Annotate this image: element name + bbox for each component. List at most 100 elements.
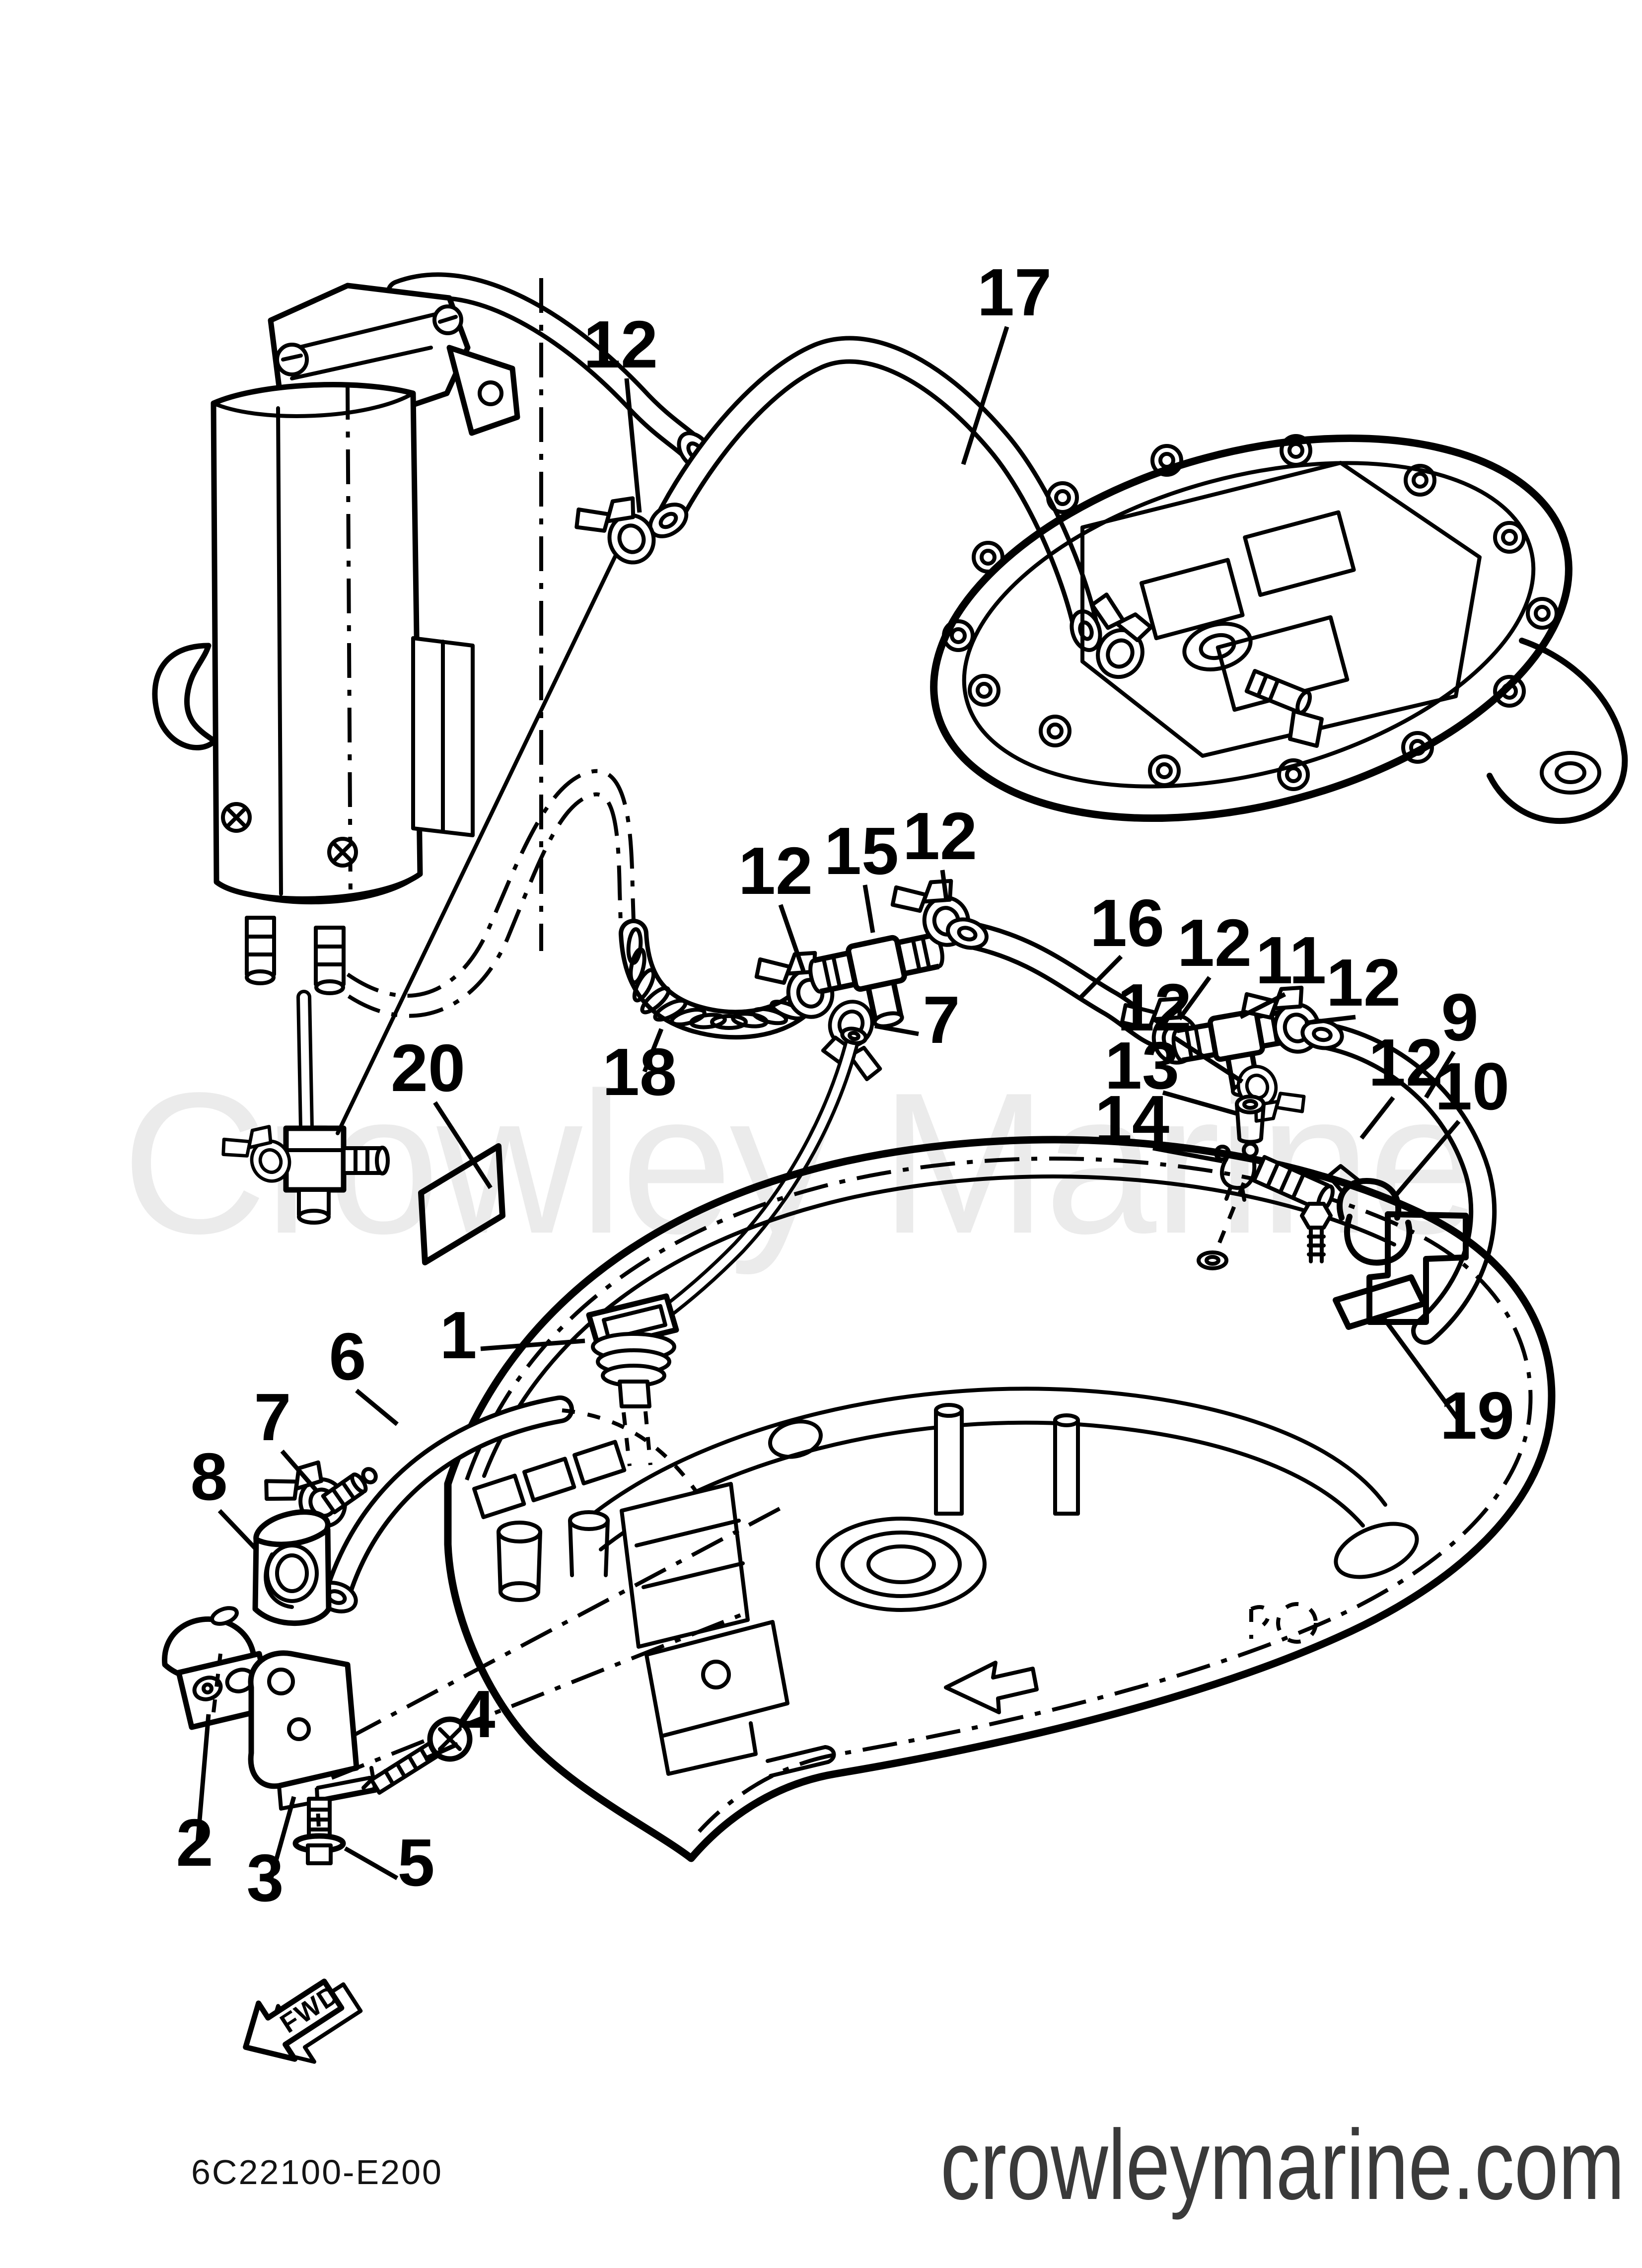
callout-6: 6 xyxy=(329,1319,399,1426)
callout-7: 7 xyxy=(254,1380,318,1491)
floor-barb-fitting xyxy=(1252,1155,1335,1213)
leader-line xyxy=(280,1450,318,1491)
callout-number-10: 10 xyxy=(1435,1049,1509,1124)
callout-number-12: 12 xyxy=(1177,905,1252,980)
callout-3: 3 xyxy=(246,1796,296,1915)
callout-9: 9 xyxy=(1424,980,1479,1099)
leader-line xyxy=(1152,1146,1223,1164)
callout-number-2: 2 xyxy=(176,1805,213,1880)
fuel-filter-8 xyxy=(252,1467,378,1626)
leader-line xyxy=(433,1101,493,1189)
leader-line xyxy=(1382,1317,1464,1426)
tapping-screw-4 xyxy=(361,1716,473,1795)
callout-number-20: 20 xyxy=(391,1030,465,1105)
leader-line xyxy=(480,1338,585,1351)
leader-line xyxy=(355,1389,399,1426)
callout-number-13: 13 xyxy=(1105,1028,1179,1103)
callout-number-8: 8 xyxy=(190,1439,227,1514)
callout-number-7: 7 xyxy=(254,1380,291,1455)
website-text: crowleymarine.com xyxy=(940,2110,1625,2220)
callout-8: 8 xyxy=(190,1439,259,1552)
fuel-hose-manifold xyxy=(619,872,1497,1345)
leader-line xyxy=(1388,1120,1461,1203)
callout-4: 4 xyxy=(424,1677,496,1761)
leader-line xyxy=(195,1714,211,1844)
bottom-cowling xyxy=(315,1136,1556,1862)
callout-10: 10 xyxy=(1388,1049,1509,1203)
callout-12: 12 xyxy=(903,799,977,900)
callout-5: 5 xyxy=(344,1825,435,1900)
callout-number-7: 7 xyxy=(923,982,960,1057)
callout-12: 12 xyxy=(1304,945,1401,1025)
leader-line xyxy=(624,378,642,513)
leader-line xyxy=(1304,1015,1356,1025)
cowling-mount-plate xyxy=(930,374,1628,824)
leader-line xyxy=(424,1742,459,1761)
leader-line xyxy=(961,326,1009,465)
hose-clamp-12-top xyxy=(571,488,660,577)
bolt-5 xyxy=(292,1797,346,1865)
callout-number-15: 15 xyxy=(824,813,899,888)
label-plate-19 xyxy=(1333,1274,1427,1330)
callout-2: 2 xyxy=(176,1714,214,1880)
callout-number-19: 19 xyxy=(1440,1378,1514,1453)
callout-14: 14 xyxy=(1095,1082,1223,1164)
callout-number-6: 6 xyxy=(329,1319,366,1394)
leader-line xyxy=(217,1509,259,1552)
elbow-fitting-2 xyxy=(162,1606,274,1730)
callout-7: 7 xyxy=(874,982,960,1057)
callout-20: 20 xyxy=(391,1030,493,1189)
callout-number-1: 1 xyxy=(439,1298,477,1373)
callout-15: 15 xyxy=(824,813,899,933)
callout-12: 12 xyxy=(1359,1025,1443,1140)
leader-line xyxy=(1177,976,1212,1021)
leader-line xyxy=(1239,992,1286,1020)
breather-hose-17 xyxy=(571,336,1161,685)
diagram-code: 6C22100-E200 xyxy=(191,2153,443,2192)
callout-13: 13 xyxy=(1105,1028,1237,1116)
leader-line xyxy=(940,870,949,900)
callout-number-17: 17 xyxy=(977,255,1052,330)
callout-11: 11 xyxy=(1239,923,1326,1020)
leader-line xyxy=(1078,954,1123,1000)
callout-number-16: 16 xyxy=(1090,885,1164,960)
leader-line xyxy=(778,904,806,972)
callout-12: 12 xyxy=(583,307,658,513)
leader-line xyxy=(642,1028,664,1073)
callout-number-18: 18 xyxy=(602,1034,677,1109)
callout-1: 1 xyxy=(439,1298,585,1373)
leader-line xyxy=(1359,1096,1395,1140)
callout-12: 12 xyxy=(1117,970,1244,1084)
callout-number-14: 14 xyxy=(1095,1082,1169,1157)
callout-18: 18 xyxy=(602,1028,677,1109)
callout-number-12: 12 xyxy=(1368,1025,1443,1100)
callout-number-9: 9 xyxy=(1441,980,1478,1055)
leader-line xyxy=(862,884,875,933)
callout-19: 19 xyxy=(1382,1317,1514,1453)
leader-line xyxy=(874,1024,919,1036)
callout-number-12: 12 xyxy=(903,799,977,874)
callout-number-12: 12 xyxy=(1117,970,1192,1045)
callout-16: 16 xyxy=(1078,885,1164,1000)
fuel-pump-assembly xyxy=(152,272,714,1225)
callout-number-4: 4 xyxy=(458,1677,495,1752)
leader-line xyxy=(1162,1090,1237,1116)
floor-bolt xyxy=(1300,1202,1333,1263)
electrical-bracket xyxy=(331,1440,836,1780)
callout-12: 12 xyxy=(1177,905,1252,1021)
leader-line xyxy=(1424,1050,1456,1099)
callout-number-12: 12 xyxy=(1326,945,1401,1020)
leader-line xyxy=(344,1846,399,1880)
fwd-arrow: FWD xyxy=(243,1978,363,2064)
callout-12: 12 xyxy=(738,833,813,972)
leader-line xyxy=(1173,1036,1244,1084)
callout-number-3: 3 xyxy=(246,1840,284,1915)
callout-number-12: 12 xyxy=(738,833,813,908)
leader-line xyxy=(269,1796,296,1879)
callout-17: 17 xyxy=(961,255,1052,465)
callout-number-5: 5 xyxy=(397,1825,434,1900)
grommet-1 xyxy=(586,1293,679,1466)
